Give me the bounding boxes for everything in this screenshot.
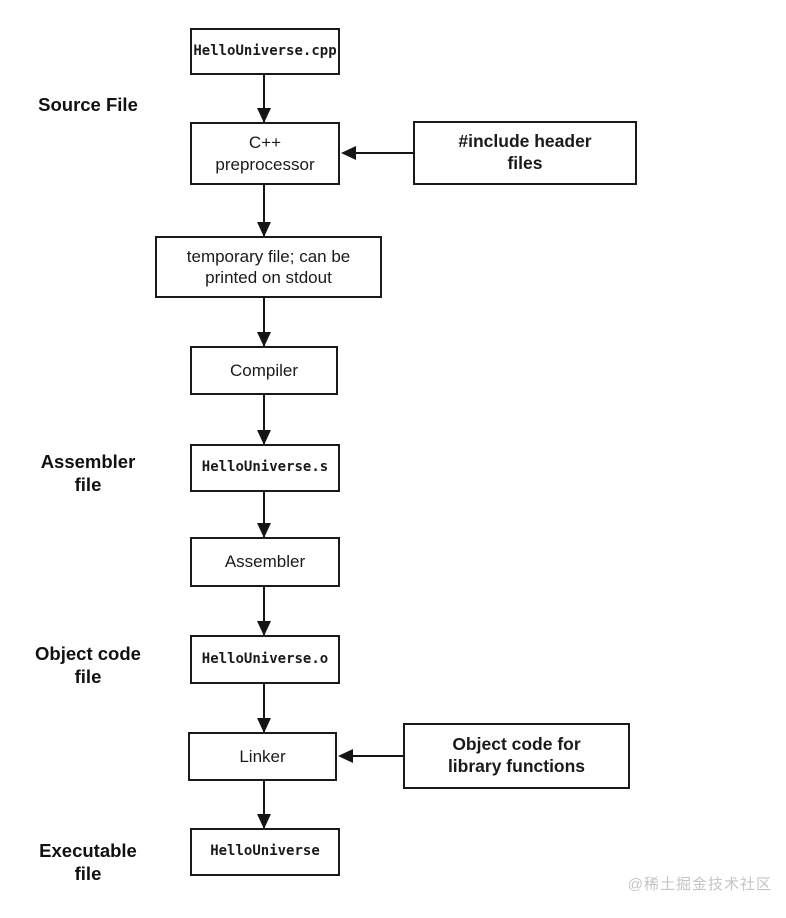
stage-label-object-code-file: Object code file bbox=[35, 643, 141, 688]
stage-label-executable-file: Executable file bbox=[39, 840, 137, 885]
watermark-text: @稀土掘金技术社区 bbox=[627, 876, 772, 893]
node-library-objects-box: Object code for library functions bbox=[403, 723, 630, 789]
node-executable-box: HelloUniverse bbox=[190, 828, 340, 876]
arrow-assemblerfile-to-assembler-icon bbox=[263, 492, 265, 537]
node-include-headers-box: #include header files bbox=[413, 121, 637, 185]
node-temp-file-box: temporary file; can be printed on stdout bbox=[155, 236, 382, 298]
node-assembler-box: Assembler bbox=[190, 537, 340, 587]
arrow-preprocessor-to-tempfile-icon bbox=[263, 185, 265, 236]
arrow-linker-to-executable-icon bbox=[263, 781, 265, 828]
arrow-source-to-preprocessor-icon bbox=[263, 75, 265, 122]
stage-label-source-file: Source File bbox=[38, 94, 138, 115]
stage-label-assembler-file: Assembler file bbox=[40, 451, 136, 496]
arrow-tempfile-to-compiler-icon bbox=[263, 298, 265, 346]
arrow-libobjects-to-linker-icon bbox=[352, 755, 403, 757]
node-source-cpp-box: HelloUniverse.cpp bbox=[190, 28, 340, 75]
node-preprocessor-box: C++ preprocessor bbox=[190, 122, 340, 185]
node-object-file-box: HelloUniverse.o bbox=[190, 635, 340, 684]
arrow-objectfile-to-linker-icon bbox=[263, 684, 265, 732]
arrow-compiler-to-assemblerfile-icon bbox=[263, 395, 265, 444]
node-linker-box: Linker bbox=[188, 732, 337, 781]
arrow-includes-to-preprocessor-icon bbox=[355, 152, 413, 154]
node-assembler-output-box: HelloUniverse.s bbox=[190, 444, 340, 492]
arrow-assembler-to-objectfile-icon bbox=[263, 587, 265, 635]
node-compiler-box: Compiler bbox=[190, 346, 338, 395]
